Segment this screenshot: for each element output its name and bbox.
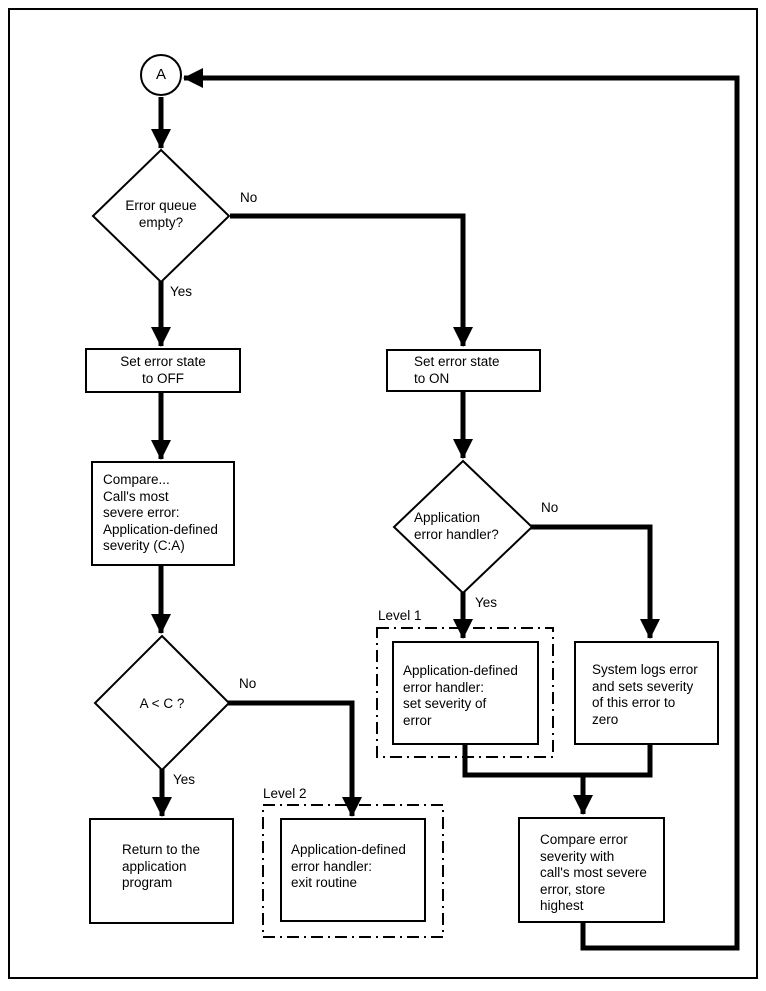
decision-app-handler-text: Application error handler? <box>414 510 499 542</box>
decision-error-queue-shape <box>91 148 231 284</box>
level1-group-label: Level 1 <box>376 608 424 623</box>
level2-group-label: Level 2 <box>261 786 309 801</box>
process-system-logs: System logs error and sets severity of t… <box>574 641 719 745</box>
process-set-severity: Application-defined error handler: set s… <box>392 641 539 745</box>
decision-app-handler-shape <box>392 459 534 595</box>
arrow-alc-no <box>228 700 362 817</box>
process-return-to-program: Return to the application program <box>89 818 234 924</box>
process-set-error-off: Set error state to OFF <box>85 348 241 393</box>
arrow-handler-no <box>531 524 660 639</box>
process-compare-severity: Compare error severity with call's most … <box>518 817 665 923</box>
branch-label-handler-yes: Yes <box>473 595 500 610</box>
branch-label-alc-yes: Yes <box>171 772 198 787</box>
decision-error-queue-text: Error queue empty? <box>125 198 197 230</box>
connector-a-circle <box>140 54 182 96</box>
branch-label-handler-no: No <box>539 500 561 515</box>
decision-a-less-c-shape <box>93 634 231 772</box>
merge-line <box>462 743 653 778</box>
arrow-queue-no <box>230 213 473 347</box>
arrow-loop-back-to-a <box>183 68 740 951</box>
connector-a-label: A <box>155 66 166 83</box>
branch-label-alc-no: No <box>237 676 259 691</box>
process-compare-ca: Compare... Call's most severe error: App… <box>91 461 235 566</box>
process-set-error-on: Set error state to ON <box>386 349 541 392</box>
decision-a-less-c-text: A < C ? <box>139 696 185 711</box>
flow-arrows <box>151 68 740 951</box>
branch-label-queue-no: No <box>238 190 260 205</box>
process-exit-routine: Application-defined error handler: exit … <box>280 818 426 922</box>
branch-label-queue-yes: Yes <box>168 284 195 299</box>
page-border <box>8 8 758 979</box>
